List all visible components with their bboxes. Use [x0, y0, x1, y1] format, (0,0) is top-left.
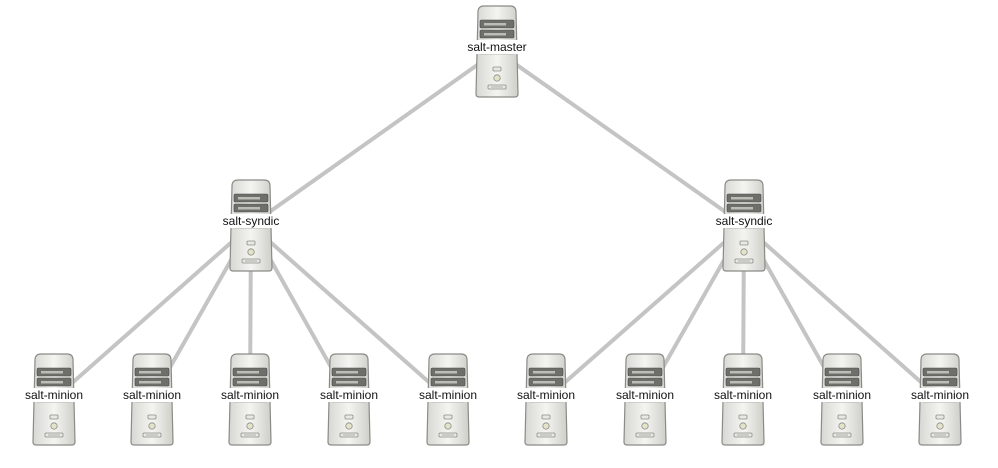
node-label: salt-minion [121, 388, 183, 402]
node-label: salt-minion [909, 388, 971, 402]
node-label: salt-syndic [221, 214, 281, 228]
edge-master-to-syndic-1 [249, 49, 499, 227]
node-label: salt-syndic [714, 214, 774, 228]
node-label: salt-minion [614, 388, 676, 402]
node-label: salt-minion [811, 388, 873, 402]
node-salt-minion: salt-minion [712, 352, 774, 446]
node-salt-minion: salt-minion [515, 352, 577, 446]
node-label: salt-minion [417, 388, 479, 402]
edge-master-to-syndic-2 [495, 49, 746, 227]
node-label: salt-minion [23, 388, 85, 402]
node-salt-minion: salt-minion [23, 352, 85, 446]
node-salt-minion: salt-minion [318, 352, 380, 446]
node-salt-minion: salt-minion [909, 352, 971, 446]
node-label: salt-minion [318, 388, 380, 402]
node-label: salt-minion [712, 388, 774, 402]
node-salt-syndic: salt-syndic [221, 178, 281, 272]
node-salt-minion: salt-minion [121, 352, 183, 446]
edge-syndic-1-to-minion-5 [249, 223, 450, 401]
edge-syndic-2-to-minion-6 [544, 223, 746, 401]
node-salt-syndic: salt-syndic [714, 178, 774, 272]
node-salt-minion: salt-minion [417, 352, 479, 446]
node-salt-master: salt-master [466, 4, 528, 98]
edge-syndic-1-to-minion-1 [52, 223, 253, 401]
node-salt-minion: salt-minion [811, 352, 873, 446]
node-salt-minion: salt-minion [614, 352, 676, 446]
node-salt-minion: salt-minion [219, 352, 281, 446]
node-label: salt-master [466, 40, 528, 54]
node-label: salt-minion [219, 388, 281, 402]
edge-syndic-2-to-minion-10 [742, 223, 942, 401]
node-label: salt-minion [515, 388, 577, 402]
